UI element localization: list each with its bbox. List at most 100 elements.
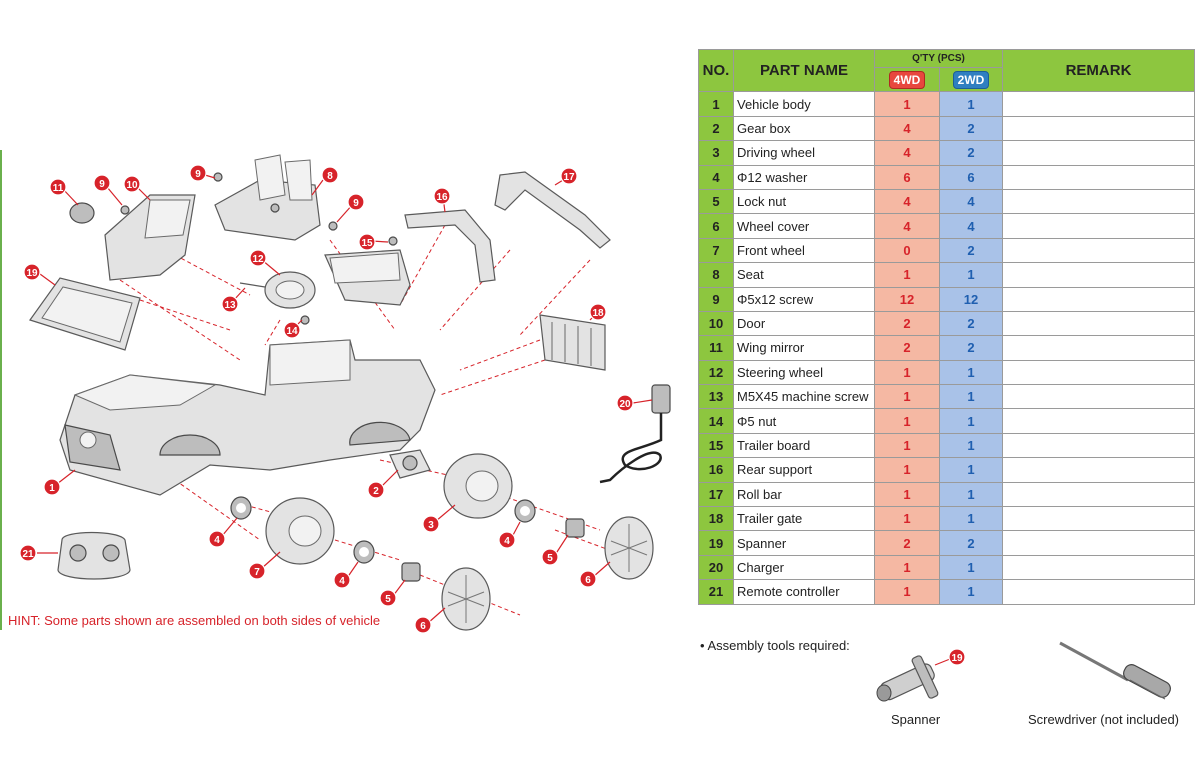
row-no: 12 xyxy=(698,359,734,386)
parts-list-table: NO. PART NAME Q'TY (PCS) REMARK 4WD 2WD … xyxy=(698,48,1196,605)
header-4wd: 4WD xyxy=(874,66,940,93)
callout-9a: 9 xyxy=(189,164,207,182)
screwdriver-label: Screwdriver (not included) xyxy=(1028,712,1180,727)
svg-text:16: 16 xyxy=(436,192,448,203)
row-part-name: Door xyxy=(733,310,875,337)
callout-18: 18 xyxy=(589,303,607,321)
callout-5a: 5 xyxy=(379,589,397,607)
row-no: 9 xyxy=(698,286,734,312)
row-no: 19 xyxy=(698,530,734,556)
row-qty-4wd: 1 xyxy=(874,457,940,483)
svg-text:3: 3 xyxy=(428,520,434,531)
row-qty-4wd: 6 xyxy=(874,164,940,190)
callout-19: 19 xyxy=(23,263,41,281)
row-remark xyxy=(1002,91,1196,117)
row-qty-2wd: 1 xyxy=(938,91,1004,117)
row-no: 14 xyxy=(698,408,734,434)
row-qty-4wd: 4 xyxy=(874,115,940,142)
row-qty-2wd: 1 xyxy=(938,481,1004,508)
row-part-name: Roll bar xyxy=(733,481,875,508)
row-part-name: Wing mirror xyxy=(733,335,875,361)
callout-5b: 5 xyxy=(541,548,559,566)
row-no: 4 xyxy=(698,164,734,190)
callout-16: 16 xyxy=(433,187,451,205)
row-no: 16 xyxy=(698,457,734,483)
callout-1: 1 xyxy=(43,478,61,496)
row-remark xyxy=(1002,213,1196,239)
trailer-gate-drawing xyxy=(539,314,606,371)
row-part-name: Rear support xyxy=(733,457,875,483)
row-remark xyxy=(1002,432,1196,459)
row-part-name: Φ12 washer xyxy=(733,164,875,190)
row-remark xyxy=(1002,310,1196,337)
row-remark xyxy=(1002,286,1196,312)
row-qty-2wd: 1 xyxy=(938,408,1004,434)
row-part-name: Steering wheel xyxy=(733,359,875,386)
svg-text:1: 1 xyxy=(49,483,55,494)
row-qty-4wd: 0 xyxy=(874,237,940,264)
row-remark xyxy=(1002,359,1196,386)
row-remark xyxy=(1002,408,1196,434)
badge-2wd: 2WD xyxy=(952,70,990,89)
seat-drawing xyxy=(214,154,321,241)
svg-text:5: 5 xyxy=(547,553,553,564)
row-qty-4wd: 1 xyxy=(874,554,940,581)
svg-text:5: 5 xyxy=(385,594,391,605)
row-remark xyxy=(1002,188,1196,215)
callout-12: 12 xyxy=(249,249,267,267)
callout-11: 11 xyxy=(49,178,67,196)
svg-text:6: 6 xyxy=(585,575,591,586)
row-part-name: Driving wheel xyxy=(733,140,875,166)
wheel-cover-drawings xyxy=(441,516,654,631)
svg-text:19: 19 xyxy=(26,268,38,279)
header-remark: REMARK xyxy=(1002,48,1196,93)
row-qty-4wd: 4 xyxy=(874,188,940,215)
callout-15: 15 xyxy=(358,233,376,251)
row-part-name: Gear box xyxy=(733,115,875,142)
callout-14: 14 xyxy=(283,321,301,339)
row-qty-2wd: 1 xyxy=(938,457,1004,483)
row-qty-4wd: 1 xyxy=(874,262,940,288)
row-qty-2wd: 1 xyxy=(938,554,1004,581)
svg-text:4: 4 xyxy=(504,536,510,547)
row-no: 2 xyxy=(698,115,734,142)
exploded-parts-diagram: 1 2 3 4 4 4 5 5 6 6 7 8 9 9 9 10 11 12 1… xyxy=(19,154,671,634)
row-remark xyxy=(1002,530,1196,556)
row-no: 6 xyxy=(698,213,734,239)
row-qty-4wd: 1 xyxy=(874,506,940,532)
row-no: 8 xyxy=(698,262,734,288)
row-part-name: Remote controller xyxy=(733,579,875,605)
svg-text:20: 20 xyxy=(619,399,631,410)
callout-9b: 9 xyxy=(93,174,111,192)
row-part-name: Φ5x12 screw xyxy=(733,286,875,312)
callout-13: 13 xyxy=(221,295,239,313)
row-no: 21 xyxy=(698,579,734,605)
washer-drawings xyxy=(230,496,536,564)
row-qty-2wd: 1 xyxy=(938,579,1004,605)
row-no: 18 xyxy=(698,506,734,532)
row-qty-2wd: 4 xyxy=(938,188,1004,215)
callout-17: 17 xyxy=(560,167,578,185)
callout-2: 2 xyxy=(367,481,385,499)
vehicle-body-drawing xyxy=(59,339,436,496)
steering-wheel-drawing xyxy=(239,271,316,309)
row-part-name: Φ5 nut xyxy=(733,408,875,434)
callout-3: 3 xyxy=(422,515,440,533)
row-qty-2wd: 1 xyxy=(938,384,1004,410)
windshield-drawing xyxy=(29,277,141,351)
row-no: 5 xyxy=(698,188,734,215)
svg-text:4: 4 xyxy=(339,576,345,587)
svg-text:9: 9 xyxy=(353,198,359,209)
row-qty-4wd: 1 xyxy=(874,481,940,508)
row-no: 20 xyxy=(698,554,734,581)
row-qty-2wd: 2 xyxy=(938,335,1004,361)
row-qty-2wd: 2 xyxy=(938,140,1004,166)
